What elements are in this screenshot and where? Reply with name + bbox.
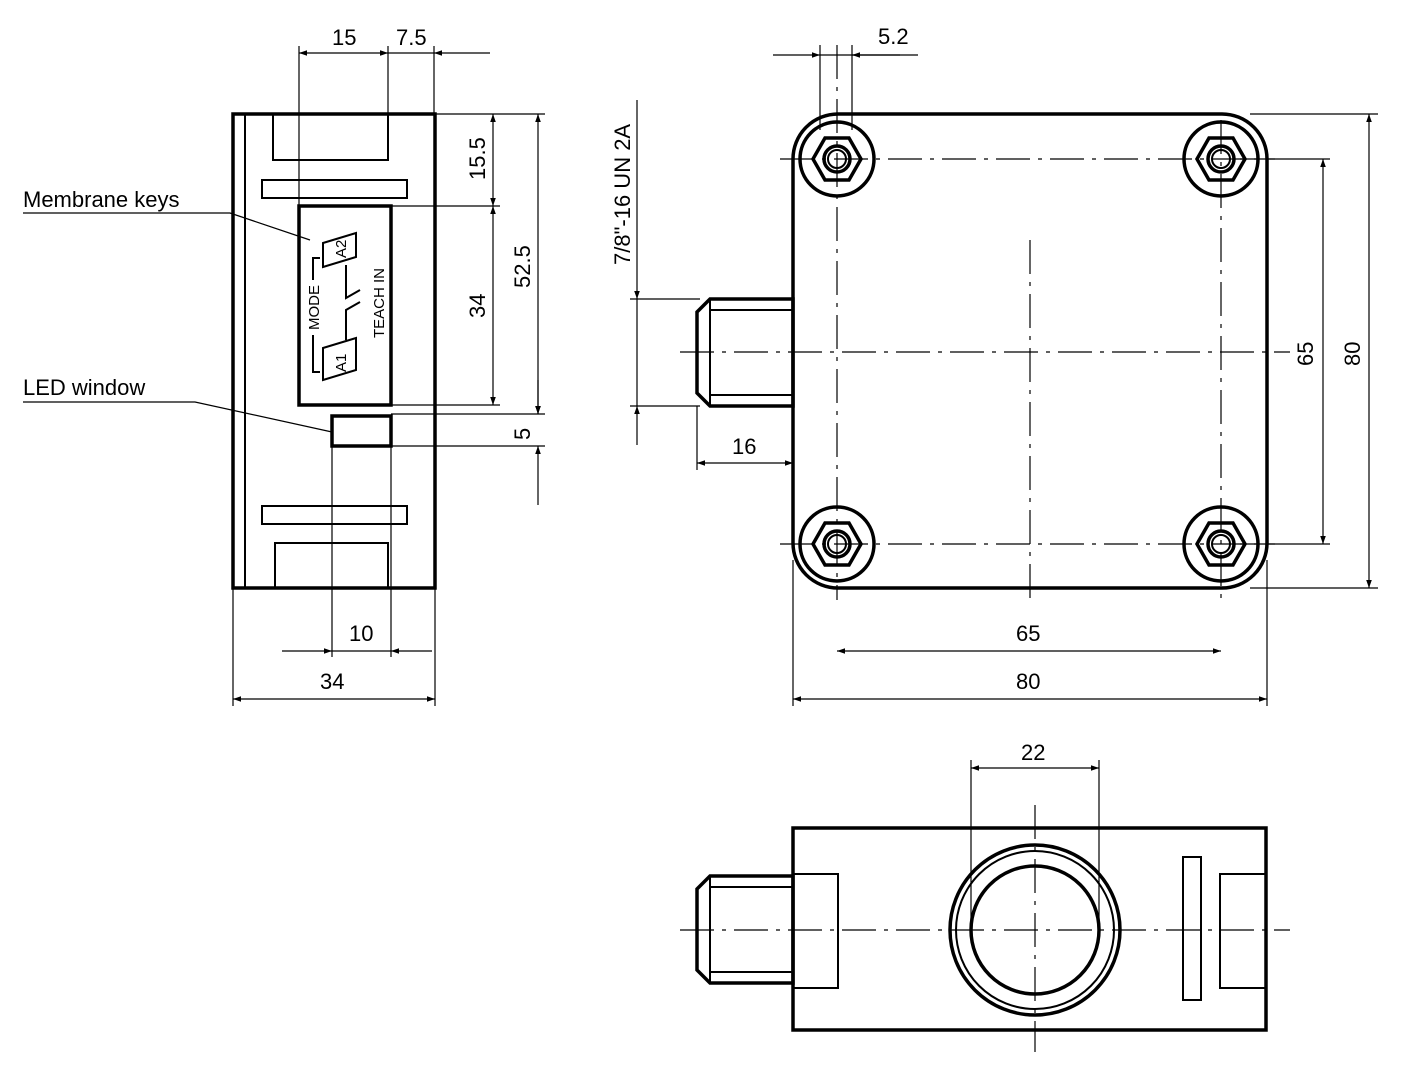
teach-in-label: TEACH IN: [371, 268, 388, 338]
membrane-key-panel: [297, 204, 393, 407]
mounting-bolt: [798, 120, 876, 198]
dim-80-vertical: 80: [1340, 342, 1365, 366]
dim-65-vertical: 65: [1293, 342, 1318, 366]
key-a1-label: A1: [333, 354, 350, 372]
mode-label: MODE: [306, 285, 323, 330]
dim-5-2: 5.2: [878, 24, 909, 49]
membrane-key-symbols: A2 A1 MODE TEACH IN: [306, 231, 388, 382]
connector-thread: [695, 297, 795, 408]
dim-10: 10: [349, 621, 373, 646]
led-window: [330, 414, 393, 448]
dim-34-vertical: 34: [465, 294, 490, 318]
membrane-keys-label: Membrane keys: [23, 187, 180, 212]
front-view: 5.2 7/8"-16 UN 2A 16 65 80 65 80: [610, 24, 1378, 706]
bottom-view: 22: [680, 740, 1290, 1052]
key-a1: [322, 336, 357, 382]
dim-15-5: 15.5: [465, 137, 490, 180]
key-a2: [322, 231, 357, 269]
thread-label: 7/8"-16 UN 2A: [610, 124, 635, 265]
dim-80-horizontal: 80: [1016, 669, 1040, 694]
dim-5: 5: [510, 428, 535, 440]
dim-15: 15: [332, 25, 356, 50]
dim-65-horizontal: 65: [1016, 621, 1040, 646]
key-a2-label: A2: [333, 240, 350, 258]
dim-7-5: 7.5: [396, 25, 427, 50]
mounting-bolt: [798, 505, 876, 583]
side-view: A2 A1 MODE TEACH IN Membrane keys LED wi…: [23, 25, 545, 706]
led-window-label: LED window: [23, 375, 145, 400]
dim-34-width: 34: [320, 669, 344, 694]
dim-52-5: 52.5: [510, 245, 535, 288]
dim-22: 22: [1021, 740, 1045, 765]
dim-16: 16: [732, 434, 756, 459]
